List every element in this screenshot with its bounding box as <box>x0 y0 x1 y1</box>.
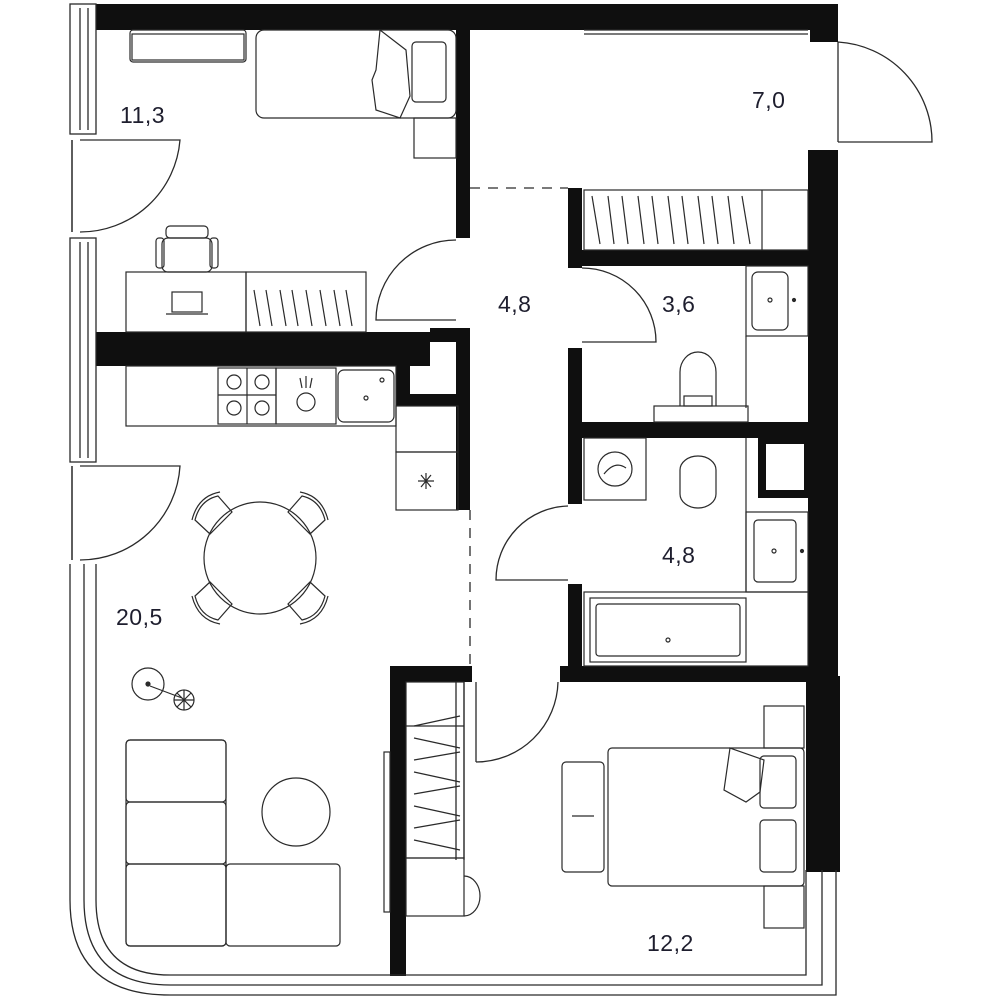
wc-fixtures <box>653 265 809 423</box>
tv <box>383 751 391 913</box>
bedside-table <box>413 117 457 159</box>
wall-bath-left-lower <box>568 584 582 680</box>
floor-lamp <box>131 667 165 701</box>
window-left-mid <box>69 237 97 463</box>
fridge <box>395 405 459 453</box>
dining-chair <box>287 581 329 625</box>
wall-right-lower <box>806 676 840 872</box>
bathtub <box>589 597 747 663</box>
wc-door <box>581 267 657 343</box>
room-area-bedroom-master: 12,2 <box>647 930 694 956</box>
walls <box>96 4 840 976</box>
wall-right-mid <box>808 270 838 680</box>
nightstand <box>763 705 805 749</box>
double-bed <box>607 747 805 887</box>
wall-top <box>96 4 836 30</box>
sofa-chaise <box>225 863 341 947</box>
wall-right-upper <box>808 150 838 290</box>
master-bedroom-door <box>475 681 559 763</box>
wall-corridor-top <box>456 28 470 238</box>
shaft-void <box>766 444 804 490</box>
living-room-furniture <box>125 491 391 947</box>
wall-bath-bottom <box>560 666 810 682</box>
bed-blanket <box>723 747 765 803</box>
wall-bedroom-left <box>390 666 472 682</box>
room-area-bathroom-large: 4,8 <box>662 542 696 568</box>
wall-corridor-mid <box>456 328 470 510</box>
wall-bath-left-upper <box>568 422 582 504</box>
pillow <box>411 41 447 103</box>
bedroom-wardrobe <box>405 681 465 859</box>
hall-wardrobe <box>583 189 809 251</box>
bedroom-window-door <box>71 139 181 233</box>
pillow <box>759 819 797 873</box>
thin-lines <box>69 3 837 996</box>
desk <box>125 271 247 333</box>
curved-window-outer <box>69 564 837 996</box>
kitchen-furniture <box>125 365 459 511</box>
bed-blanket <box>371 28 411 119</box>
bedroom-small-furniture <box>125 28 457 333</box>
wc-sink-cabinet <box>745 265 809 337</box>
room-area-hall: 4,8 <box>498 291 532 317</box>
living-window-door <box>71 465 181 561</box>
wall-kitchen-corner <box>396 332 410 406</box>
pillow <box>759 755 797 809</box>
kitchen-sink <box>337 369 395 423</box>
bathroom-fixtures <box>583 437 809 667</box>
wall-fridge-top <box>396 394 460 406</box>
room-area-living-kitchen: 20,5 <box>116 604 163 630</box>
nightstand-shelf <box>129 29 247 63</box>
desk-corner <box>405 857 465 917</box>
kitchen-counter <box>125 365 397 427</box>
wall-shaft-top <box>430 328 470 342</box>
bath-sink <box>753 519 797 583</box>
coffee-table <box>261 777 331 847</box>
wc-sink <box>751 271 789 331</box>
wall-bedroom-left-vertical <box>390 666 406 976</box>
dining-chair <box>287 491 329 535</box>
laptop-icon <box>171 291 203 313</box>
dining-chair <box>191 491 233 535</box>
wall-kitchen-bedroom <box>96 332 430 366</box>
curved-window-inner <box>95 564 807 976</box>
faucet-icon <box>296 392 316 412</box>
desk-chair <box>161 237 213 273</box>
wall-bath-divider <box>568 422 808 438</box>
window-left-top <box>69 3 97 135</box>
bedroom-door <box>375 239 457 321</box>
room-area-bathroom-small: 3,6 <box>662 291 696 317</box>
bath-sink-cabinet <box>745 511 809 593</box>
nightstand <box>763 885 805 929</box>
bench <box>561 761 605 873</box>
single-bed <box>255 29 457 119</box>
dining-chair <box>191 581 233 625</box>
bath-toilet-icon <box>679 455 717 509</box>
doors <box>71 41 933 763</box>
toilet-icon <box>679 351 717 406</box>
dining-table <box>203 501 317 615</box>
sofa <box>125 739 227 947</box>
room-area-bedroom-small: 11,3 <box>120 102 166 128</box>
freezer <box>395 451 459 511</box>
bathroom-door <box>495 505 569 581</box>
room-area-balcony: 7,0 <box>752 87 786 113</box>
washing-machine <box>583 437 647 501</box>
balcony-door <box>837 41 933 143</box>
wall-top-right <box>810 4 838 42</box>
master-bedroom-furniture <box>405 681 805 929</box>
wall-wc-top <box>568 250 808 266</box>
wardrobe-small <box>245 271 367 333</box>
wall-wardrobe-left <box>568 188 582 268</box>
toilet-shelf <box>653 405 749 423</box>
wall-wc-left <box>568 348 582 422</box>
